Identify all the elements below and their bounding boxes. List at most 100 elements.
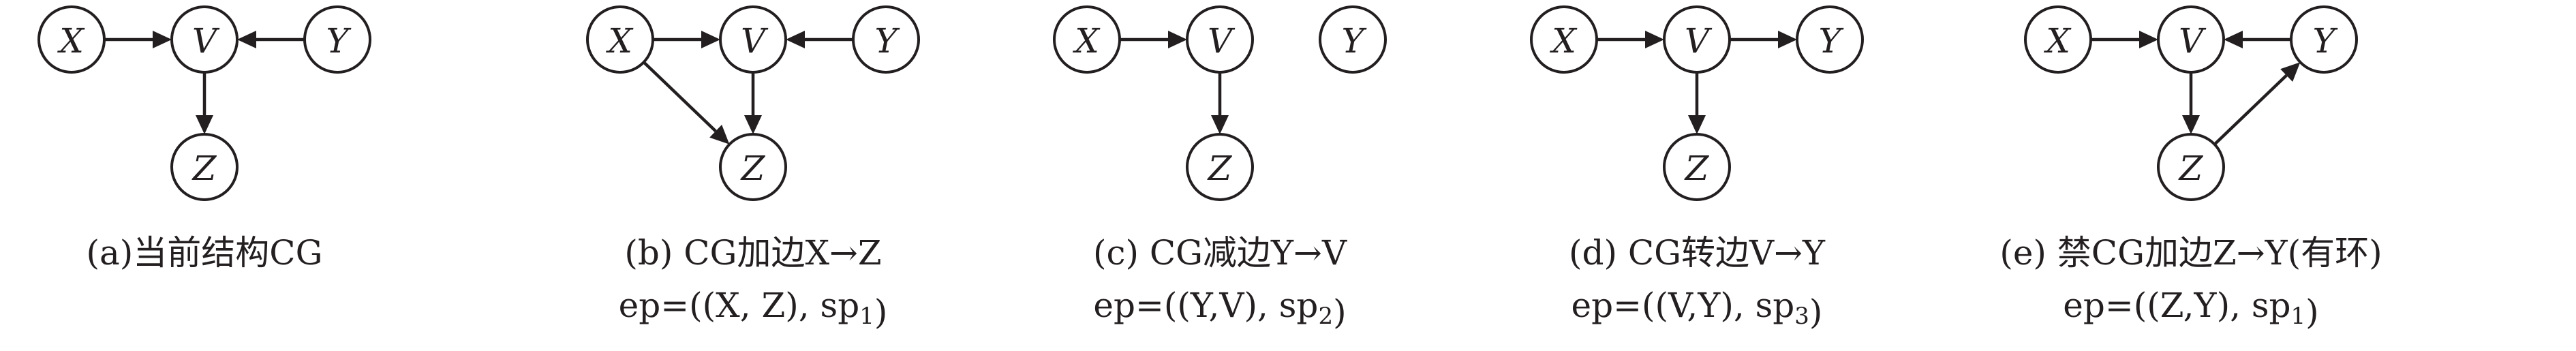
- arrow-head-icon: [1688, 115, 1706, 134]
- node-y: Y: [2290, 5, 2358, 74]
- node-label: Z: [740, 149, 766, 188]
- arrow-head-icon: [196, 115, 213, 134]
- caption-title: (a)当前结构CG: [86, 233, 322, 273]
- node-v: V: [1186, 5, 1254, 74]
- node-circle: [303, 5, 371, 74]
- node-circle: [170, 133, 239, 201]
- node-label: V: [192, 21, 220, 61]
- edge-x-to-v: [653, 31, 720, 48]
- node-label: Y: [1818, 21, 1843, 61]
- edge-v-to-z: [2182, 72, 2200, 134]
- node-circle: [1186, 5, 1254, 74]
- node-x: X: [2024, 5, 2092, 74]
- arrow-head-icon: [744, 115, 762, 134]
- node-z: Z: [170, 133, 239, 201]
- node-circle: [1186, 133, 1254, 201]
- edge-line: [643, 61, 717, 133]
- node-circle: [586, 5, 654, 74]
- node-circle: [852, 5, 920, 74]
- node-circle: [1319, 5, 1387, 74]
- arrow-head-icon: [701, 31, 720, 48]
- node-label: Y: [326, 21, 351, 61]
- panel-d: X V Y Z (d) CG转边V→Y ep=((V,Y), sp3): [1530, 5, 1864, 332]
- arrow-head-icon: [786, 31, 805, 48]
- node-v: V: [1663, 5, 1731, 74]
- node-circle: [1530, 5, 1598, 74]
- node-y: Y: [303, 5, 371, 74]
- arrow-head-icon: [2224, 31, 2243, 48]
- node-label: Z: [191, 149, 217, 188]
- node-label: V: [1208, 21, 1236, 61]
- node-v: V: [170, 5, 239, 74]
- caption-title: (d) CG转边V→Y: [1569, 233, 1826, 273]
- node-label: Y: [1341, 21, 1366, 61]
- arrow-head-icon: [2139, 31, 2158, 48]
- node-circle: [2024, 5, 2092, 74]
- node-circle: [719, 5, 787, 74]
- node-label: V: [741, 21, 769, 61]
- node-x: X: [1053, 5, 1121, 74]
- edge-x-to-v: [1120, 31, 1187, 48]
- edge-v-to-z: [1688, 72, 1706, 134]
- node-circle: [1053, 5, 1121, 74]
- node-label: Y: [874, 21, 900, 61]
- node-circle: [2290, 5, 2358, 74]
- caption-edge-pair: ep=((X, Z), sp1): [619, 286, 888, 332]
- arrow-head-icon: [2182, 115, 2200, 134]
- arrow-head-icon: [1168, 31, 1187, 48]
- edge-v-to-y: [1730, 31, 1797, 48]
- node-label: V: [2179, 21, 2207, 61]
- arrow-head-icon: [2280, 62, 2301, 82]
- node-z: Z: [2157, 133, 2225, 201]
- node-label: X: [57, 21, 85, 61]
- node-label: X: [1072, 21, 1101, 61]
- node-label: X: [605, 21, 634, 61]
- edge-line: [2213, 74, 2288, 146]
- arrow-head-icon: [709, 125, 730, 144]
- node-label: Z: [2178, 149, 2204, 188]
- edge-y-to-v: [2224, 31, 2291, 48]
- panel-e: X V Y Z (e) 禁CG加边Z→Y(有环) ep=((Z,Y), sp1): [1999, 5, 2382, 332]
- arrow-head-icon: [1211, 115, 1229, 134]
- node-y: Y: [1319, 5, 1387, 74]
- node-v: V: [719, 5, 787, 74]
- edge-x-to-z: [643, 61, 730, 144]
- node-y: Y: [852, 5, 920, 74]
- node-label: Z: [1207, 149, 1233, 188]
- node-circle: [1663, 5, 1731, 74]
- caption-edge-pair: ep=((V,Y), sp3): [1571, 286, 1823, 332]
- caption-title: (c) CG减边Y→V: [1093, 233, 1347, 273]
- arrow-head-icon: [237, 31, 256, 48]
- node-circle: [2157, 133, 2225, 201]
- arrow-head-icon: [1645, 31, 1664, 48]
- node-circle: [37, 5, 106, 74]
- caption-title: (e) 禁CG加边Z→Y(有环): [1999, 233, 2382, 273]
- node-v: V: [2157, 5, 2225, 74]
- node-x: X: [1530, 5, 1598, 74]
- panel-a: X V Y Z (a)当前结构CG: [37, 5, 371, 273]
- edge-v-to-z: [1211, 72, 1229, 134]
- edge-y-to-v: [786, 31, 853, 48]
- node-circle: [1796, 5, 1864, 74]
- node-label: X: [2043, 21, 2072, 61]
- caption-edge-pair: ep=((Z,Y), sp1): [2063, 286, 2318, 332]
- node-z: Z: [1186, 133, 1254, 201]
- edge-x-to-v: [1597, 31, 1664, 48]
- node-label: Z: [1684, 149, 1710, 188]
- node-circle: [2157, 5, 2225, 74]
- arrow-head-icon: [153, 31, 172, 48]
- node-circle: [1663, 133, 1731, 201]
- node-circle: [719, 133, 787, 201]
- node-x: X: [37, 5, 106, 74]
- edge-v-to-z: [744, 72, 762, 134]
- node-label: X: [1549, 21, 1578, 61]
- node-circle: [170, 5, 239, 74]
- edge-x-to-v: [2091, 31, 2158, 48]
- edge-z-to-y: [2213, 62, 2301, 146]
- edge-y-to-v: [237, 31, 305, 48]
- node-x: X: [586, 5, 654, 74]
